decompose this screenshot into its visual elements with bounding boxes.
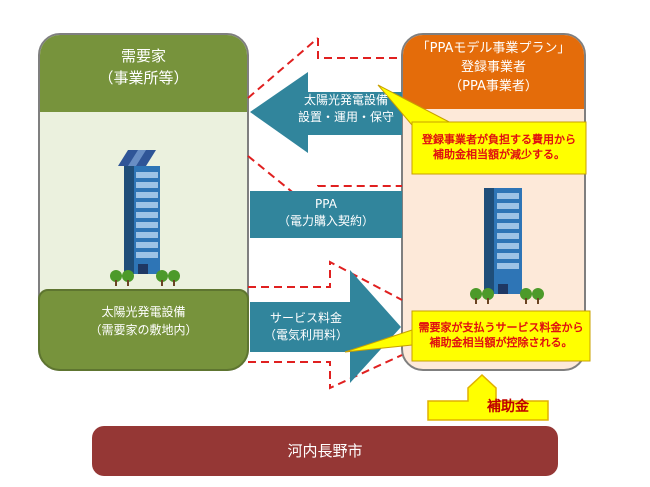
onsite-sublabel: （需要家の敷地内） [89, 323, 198, 337]
install-arrow [250, 72, 402, 153]
onsite-label: 太陽光発電設備 [101, 305, 186, 319]
provider-plan-name: 「PPAモデル事業プラン」 [416, 41, 571, 56]
callout-bottom-line2: 補助金相当額が控除される。 [429, 336, 573, 349]
callout-bottom-line1: 需要家が支払うサービス料金から [418, 321, 584, 334]
dashed-outline-bottom-upper [248, 260, 403, 301]
install-line2: 設置・運用・保守 [297, 110, 394, 124]
install-line1: 太陽光発電設備 [303, 93, 388, 107]
fee-line2: （電気利用料） [263, 328, 348, 342]
provider-title: 登録事業者 [460, 60, 526, 75]
fee-label: サービス料金 （電気利用料） [256, 310, 356, 344]
fee-arrow [250, 270, 401, 383]
ppa-label: PPA （電力購入契約） [250, 196, 402, 230]
demander-building-icon [110, 150, 180, 286]
provider-subtitle: （PPA事業者） [449, 79, 538, 94]
subsidy-label: 補助金 [487, 399, 529, 415]
demander-title: 需要家 [120, 47, 166, 65]
dashed-outline-top-lower [247, 155, 402, 216]
demander-subtitle: （事業所等） [98, 69, 189, 87]
dashed-outline-top-upper [317, 38, 402, 59]
callout-top-text: 登録事業者が負担する費用から 補助金相当額が減少する。 [412, 132, 586, 162]
ppa-line2: （電力購入契約） [277, 214, 374, 228]
ppa-line1: PPA [315, 197, 337, 211]
onsite-solar-box: 太陽光発電設備 （需要家の敷地内） [38, 289, 249, 371]
dashed-outline-bottom-lower [248, 354, 403, 390]
provider-building-icon [470, 188, 544, 304]
demander-header: 需要家 （事業所等） [40, 35, 247, 112]
callout-top-line1: 登録事業者が負担する費用から [422, 133, 576, 146]
install-arrow-label: 太陽光発電設備 設置・運用・保守 [290, 92, 402, 126]
subsidy-arrow [427, 373, 549, 421]
callout-bottom-box [411, 310, 591, 362]
dashed-outline-top-diag [247, 37, 319, 99]
callout-bottom-text: 需要家が支払うサービス料金から 補助金相当額が控除される。 [412, 320, 590, 350]
city-bar: 河内長野市 [92, 426, 558, 476]
provider-header: 「PPAモデル事業プラン」 登録事業者 （PPA事業者） [403, 35, 584, 109]
fee-line1: サービス料金 [269, 311, 342, 325]
callout-top-box [411, 121, 587, 175]
callout-top-line2: 補助金相当額が減少する。 [433, 148, 565, 161]
ppa-bar [250, 191, 402, 238]
